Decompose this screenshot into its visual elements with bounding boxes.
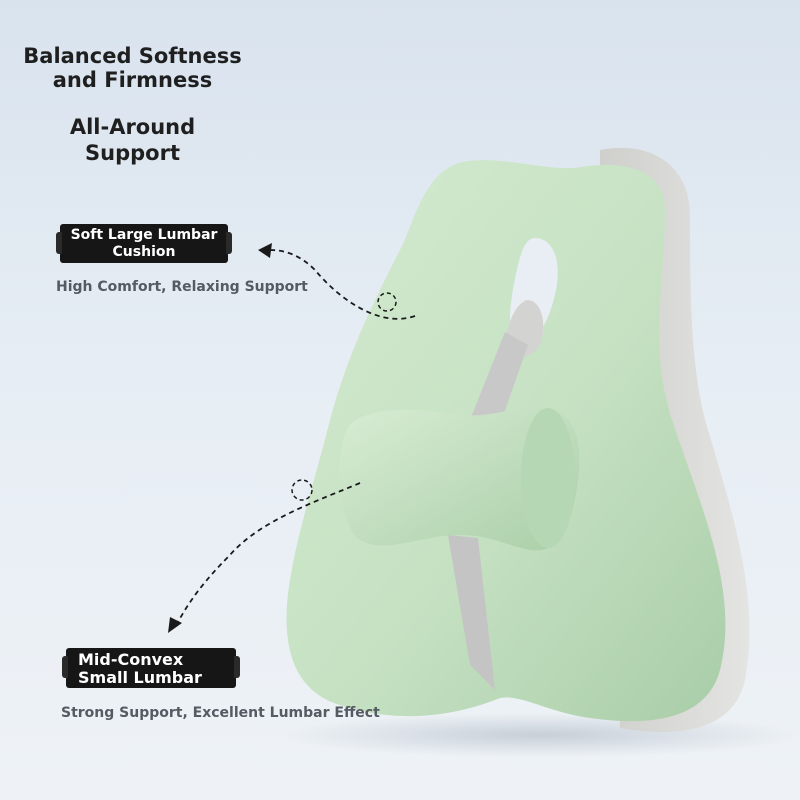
arrow-bottom-head bbox=[168, 617, 182, 633]
arrow-bottom-ring bbox=[291, 479, 313, 501]
arrow-top-ring bbox=[377, 292, 397, 312]
arrow-bottom bbox=[177, 482, 361, 623]
bolster-end bbox=[521, 408, 575, 548]
headline-balanced: Balanced Softness and Firmness bbox=[20, 44, 245, 92]
arrow-top bbox=[269, 249, 416, 320]
tag-line: Small Lumbar bbox=[78, 668, 202, 687]
tag-line: Mid-Convex bbox=[78, 650, 184, 669]
small-bolster bbox=[339, 407, 580, 551]
headline-line: All-Around bbox=[69, 115, 196, 139]
headline-line: Balanced Softness bbox=[23, 44, 242, 68]
headline-line: and Firmness bbox=[52, 68, 213, 92]
headline-line: Support bbox=[85, 141, 180, 165]
tag-line: Soft Large Lumbar bbox=[70, 227, 218, 243]
caption-high-comfort: High Comfort, Relaxing Support bbox=[56, 279, 308, 295]
center-strap bbox=[470, 332, 528, 425]
center-strap-lower bbox=[448, 535, 495, 690]
arrow-top-head bbox=[258, 243, 272, 258]
tag-mid-convex-lumbar: Mid-Convex Small Lumbar bbox=[62, 648, 240, 688]
tag-soft-large-lumbar: Soft Large Lumbar Cushion bbox=[56, 224, 232, 263]
headline-support: All-Around Support bbox=[20, 114, 245, 166]
caption-strong-support: Strong Support, Excellent Lumbar Effect bbox=[61, 705, 380, 721]
tag-line: Cushion bbox=[112, 244, 176, 260]
